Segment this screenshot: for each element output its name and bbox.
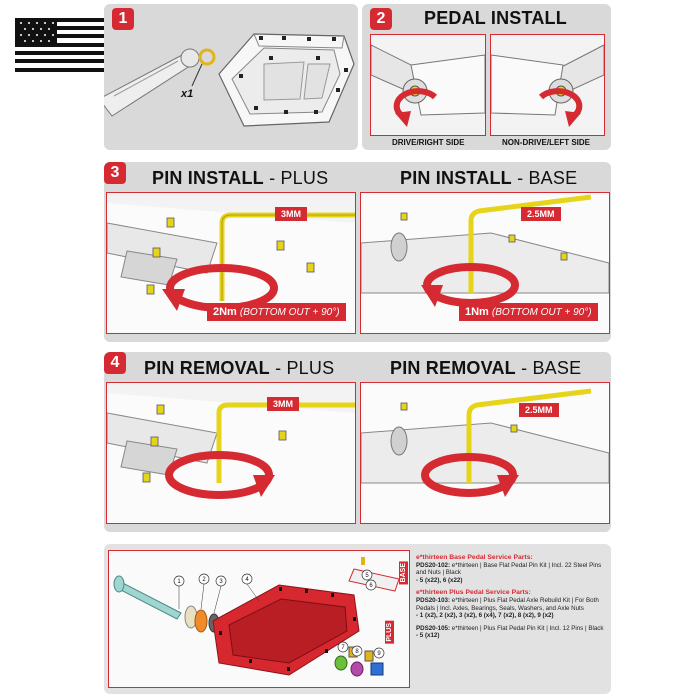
- non-drive-side-illustration: [491, 44, 604, 127]
- us-flag-icon: [15, 18, 113, 72]
- service-parts-text: e*thirteen Base Pedal Service Parts: PDS…: [416, 554, 606, 645]
- base-parts-block: e*thirteen Base Pedal Service Parts: PDS…: [416, 554, 606, 584]
- exploded-diagram-illustration: 1 2 3 4 5 6 7 8 9: [113, 557, 400, 677]
- plus-parts-block: e*thirteen Plus Pedal Service Parts: PDS…: [416, 589, 606, 619]
- callout-1: 1: [177, 579, 181, 585]
- base-parts-desc-text: e*thirteen | Base Flat Pedal Pin Kit | I…: [416, 561, 602, 577]
- base-parts-desc: PDS20-102: e*thirteen | Base Flat Pedal …: [416, 562, 606, 577]
- step4-right-title-rest: - BASE: [515, 358, 582, 378]
- plus-parts-desc: PDS20-103: e*thirteen | Plus Flat Pedal …: [416, 597, 606, 612]
- step4-base-illustration: [361, 383, 609, 523]
- step4-base-panel: 2.5MM: [360, 382, 610, 524]
- step4-right-title: PIN REMOVAL - BASE: [390, 358, 581, 379]
- non-drive-side-caption: NON-DRIVE/LEFT SIDE: [502, 138, 591, 147]
- step4-right-title-bold: PIN REMOVAL: [390, 358, 516, 378]
- base-parts-qty: - 5 (x22), 6 (x22): [416, 576, 463, 584]
- plus-label: PLUS: [385, 621, 394, 644]
- callout-2: 2: [202, 577, 206, 583]
- plus2-parts-block: PDS20-105: e*thirteen | Plus Flat Pedal …: [416, 625, 606, 640]
- step4-plus-illustration: [107, 393, 355, 523]
- washer-quantity: x1: [181, 88, 194, 100]
- callout-8: 8: [355, 649, 359, 655]
- step4-left-title: PIN REMOVAL - PLUS: [144, 358, 334, 379]
- step3-right-title-bold: PIN INSTALL: [400, 168, 512, 188]
- plus-parts-qty: - 1 (x2), 2 (x2), 3 (x2), 6 (x4), 7 (x2)…: [416, 612, 554, 620]
- plus-parts-desc-text: e*thirteen | Plus Flat Pedal Axle Rebuil…: [416, 596, 599, 612]
- callout-9: 9: [377, 651, 381, 657]
- plus-parts-heading: e*thirteen Plus Pedal Service Parts:: [416, 589, 531, 597]
- drive-side-caption: DRIVE/RIGHT SIDE: [392, 138, 465, 147]
- step2-panel: 2 PEDAL INSTALL DRIVE/RIGHT SIDE NON-DRI…: [362, 4, 611, 150]
- step3-right-title-rest: - BASE: [511, 168, 578, 188]
- service-parts-panel: 1 2 3 4 5 6 7 8 9 BASE PLUS e*thirteen B…: [104, 544, 611, 694]
- plus-parts-code: PDS20-103:: [416, 596, 451, 604]
- step3-plus-torque-value: 2Nm: [213, 306, 237, 318]
- step4-plus-panel: 3MM: [106, 382, 356, 524]
- step3-plus-torque: 2Nm (BOTTOM OUT + 90°): [207, 303, 346, 321]
- base-parts-code: PDS20-102:: [416, 561, 451, 569]
- step1-pedal-illustration: [104, 33, 355, 127]
- step3-base-torque-note: (BOTTOM OUT + 90°): [491, 307, 592, 318]
- plus2-parts-desc-text: e*thirteen | Plus Flat Pedal Pin Kit | I…: [450, 624, 604, 632]
- plus2-parts-code: PDS20-105:: [416, 624, 451, 632]
- step3-left-title: PIN INSTALL - PLUS: [152, 168, 328, 189]
- step1-number: 1: [112, 8, 134, 30]
- step3-right-title: PIN INSTALL - BASE: [400, 168, 577, 189]
- base-parts-heading: e*thirteen Base Pedal Service Parts:: [416, 554, 533, 561]
- step3-panel: 3 PIN INSTALL - PLUS PIN INSTALL - BASE …: [104, 162, 611, 342]
- exploded-diagram-panel: 1 2 3 4 5 6 7 8 9 BASE PLUS: [108, 550, 410, 688]
- callout-3: 3: [219, 579, 223, 585]
- step3-plus-tool-label: 3MM: [275, 207, 307, 221]
- non-drive-side-panel: [490, 34, 605, 136]
- step3-base-torque: 1Nm (BOTTOM OUT + 90°): [459, 303, 598, 321]
- step3-base-panel: 2.5MM 1Nm (BOTTOM OUT + 90°): [360, 192, 610, 334]
- callout-6: 6: [369, 583, 373, 589]
- step4-number: 4: [104, 352, 126, 374]
- step4-left-title-bold: PIN REMOVAL: [144, 358, 270, 378]
- base-inset-label: BASE: [399, 561, 408, 585]
- plus2-parts-qty: - 5 (x12): [416, 632, 440, 640]
- callout-7: 7: [341, 645, 345, 651]
- step4-plus-tool-label: 3MM: [267, 397, 299, 411]
- callout-5: 5: [365, 573, 369, 579]
- step3-left-title-bold: PIN INSTALL: [152, 168, 264, 188]
- step3-plus-panel: 3MM 2Nm (BOTTOM OUT + 90°): [106, 192, 356, 334]
- step3-number: 3: [104, 162, 126, 184]
- step2-number: 2: [370, 8, 392, 30]
- step3-plus-torque-note: (BOTTOM OUT + 90°): [239, 307, 340, 318]
- step4-panel: 4 PIN REMOVAL - PLUS PIN REMOVAL - BASE …: [104, 352, 611, 532]
- drive-side-illustration: [371, 44, 485, 127]
- drive-side-panel: [370, 34, 486, 136]
- plus2-parts-desc: PDS20-105: e*thirteen | Plus Flat Pedal …: [416, 625, 606, 633]
- callout-4: 4: [245, 577, 249, 583]
- step3-base-illustration: [361, 193, 609, 333]
- step2-title: PEDAL INSTALL: [424, 8, 567, 28]
- step4-base-tool-label: 2.5MM: [519, 403, 559, 417]
- step3-base-tool-label: 2.5MM: [521, 207, 561, 221]
- step3-base-torque-value: 1Nm: [465, 306, 489, 318]
- step3-left-title-rest: - PLUS: [263, 168, 329, 188]
- step4-left-title-rest: - PLUS: [269, 358, 335, 378]
- step1-panel: 1 x1: [104, 4, 358, 150]
